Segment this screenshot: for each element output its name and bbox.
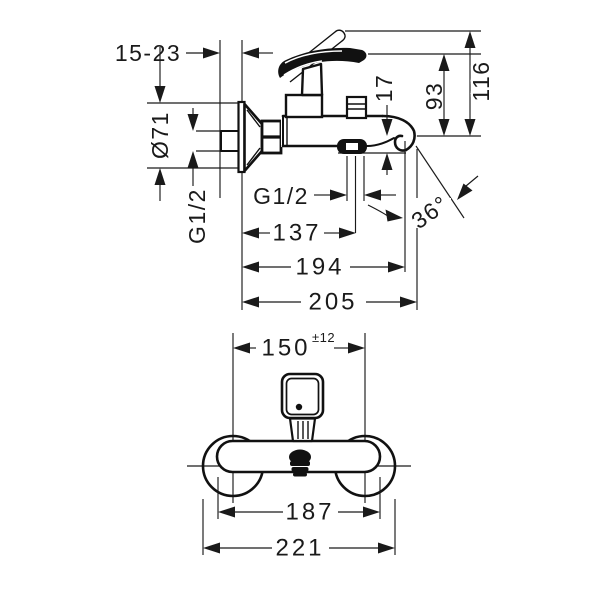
dimension-wall-thread: G1/2 [184, 108, 220, 244]
diverter-knob [345, 95, 368, 120]
arrowhead [154, 86, 166, 103]
dim-221-label: 221 [275, 535, 324, 562]
dimension-wall-depth: 15-23 [115, 40, 273, 66]
arrowhead [242, 261, 259, 273]
dim-wall-depth-label: 15-23 [115, 40, 181, 66]
dimension-shower-thread: G1/2 [253, 183, 396, 209]
arrowhead [187, 114, 199, 131]
arrowhead [385, 209, 403, 222]
arrowhead [218, 506, 235, 518]
angle-leader-left [367, 204, 388, 216]
arrowhead [203, 47, 220, 59]
dim-137-label: 137 [272, 220, 321, 247]
dimension-221: 221 [202, 499, 396, 562]
lever-raised-outline [280, 29, 346, 83]
arrowhead [348, 342, 365, 354]
dimension-escutcheon-diameter: Ø71 [147, 47, 238, 201]
arrowhead [242, 296, 259, 308]
dim-150-label: 150 [261, 335, 310, 362]
dimension-194: 194 [242, 254, 405, 281]
shower-outlet-extension-lines [346, 141, 418, 310]
arrowhead [388, 261, 405, 273]
lever-facet-line-1 [284, 50, 343, 64]
arrowhead [438, 119, 450, 136]
spout-underside-curve [366, 137, 395, 147]
dim-194-label: 194 [295, 254, 344, 281]
shower-connection-nut-window [346, 143, 358, 150]
dim-187-label: 187 [285, 499, 334, 526]
dim-150-tolerance-label: ±12 [312, 330, 335, 345]
arrowhead [242, 47, 259, 59]
outlet-nipple-ridge-3 [293, 472, 307, 477]
dimension-outlet-offset: 17 [371, 74, 397, 175]
arrowhead [381, 153, 393, 170]
arrowhead [203, 542, 220, 554]
dimension-187: 187 [217, 477, 381, 526]
outlet-nipple-ridge-1 [290, 461, 310, 466]
angle-leader-right [465, 175, 479, 187]
arrowhead [457, 183, 473, 200]
dimension-137: 137 [242, 220, 356, 247]
dim-shower-thread-label: G1/2 [253, 183, 309, 209]
arrowhead [363, 506, 380, 518]
dimension-height-93: 93 [421, 54, 450, 136]
dimension-height-116: 116 [464, 31, 497, 136]
dimension-150: 150 ±12 [233, 330, 365, 362]
arrowhead [400, 296, 417, 308]
mixer-front-view [187, 333, 411, 503]
handle-front-inner-outline [285, 377, 320, 416]
body-fill [281, 115, 384, 147]
escutcheon-cone-inner-line-bottom [246, 147, 261, 166]
arrowhead [233, 342, 250, 354]
arrowhead [381, 119, 393, 136]
arrowhead [154, 168, 166, 185]
spout-tip-curl [393, 134, 408, 152]
spout-outer-curve [381, 114, 416, 152]
lever-facet-line-2 [283, 60, 323, 76]
dim-height-116-label: 116 [468, 60, 494, 101]
reference-lines-over [345, 30, 481, 55]
dim-escutcheon-diameter-label: Ø71 [147, 111, 173, 159]
escutcheon-cone-inner-line-top [246, 109, 261, 128]
dim-height-93-label: 93 [421, 82, 447, 111]
arrowhead [438, 54, 450, 71]
arrowhead [464, 31, 476, 48]
arrowhead [378, 542, 395, 554]
lever-handle [278, 47, 367, 78]
arrowhead [187, 151, 199, 168]
arrowhead [339, 227, 356, 239]
reference-lines-under [219, 40, 481, 310]
lever-neck [300, 62, 324, 97]
arrowhead [242, 227, 259, 239]
dim-wall-thread-label: G1/2 [184, 188, 210, 244]
arrowhead [464, 119, 476, 136]
mixer-side-view [220, 29, 417, 174]
outlet-nipple-ridge-2 [291, 467, 309, 472]
handle-base [284, 93, 324, 119]
dim-205-label: 205 [308, 289, 357, 316]
arrowhead [330, 189, 347, 201]
handle-screw-dot [295, 403, 303, 411]
dimension-205: 205 [242, 289, 417, 316]
outlet-nipple-dome [289, 449, 311, 465]
angle-label-mask [411, 198, 451, 228]
escutcheon-cone [243, 102, 264, 173]
arrowhead [364, 189, 381, 201]
dimension-spout-angle: 36° [367, 145, 479, 234]
dim-outlet-offset-label: 17 [371, 74, 397, 103]
angle-construction-line [415, 145, 465, 219]
